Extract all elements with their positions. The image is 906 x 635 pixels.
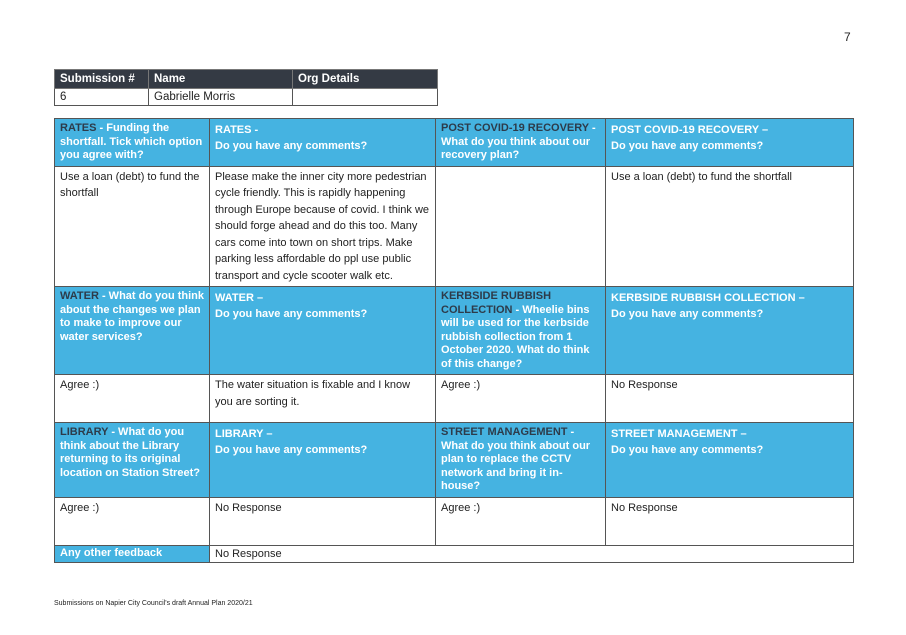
answer-cell: No Response [209, 496, 436, 546]
question-topic: WATER [60, 290, 99, 302]
question-header: STREET MANAGEMENT – Do you have any comme… [605, 422, 854, 498]
question-text: - What do you think about the Library re… [60, 426, 200, 479]
org-details [292, 88, 438, 106]
answer-cell: Agree :) [435, 374, 606, 423]
question-text: STREET MANAGEMENT – [611, 428, 747, 440]
question-topic: LIBRARY [60, 426, 109, 438]
answer-cell: Agree :) [435, 496, 606, 546]
submission-number: 6 [54, 88, 149, 106]
question-header: WATER – Do you have any comments? [209, 286, 436, 375]
question-subtext: Do you have any comments? [215, 444, 368, 456]
answer-cell: Use a loan (debt) to fund the shortfall [54, 165, 210, 287]
question-header: WATER - What do you think about the chan… [54, 286, 210, 375]
question-header-row: RATES - Funding the shortfall. Tick whic… [54, 118, 854, 167]
page-footer: Submissions on Napier City Council's dra… [54, 600, 253, 607]
question-header: POST COVID-19 RECOVERY – Do you have any … [605, 118, 854, 167]
question-subtext: Do you have any comments? [611, 140, 764, 152]
question-subtext: Do you have any comments? [611, 308, 764, 320]
question-text: LIBRARY – [215, 428, 273, 440]
answer-cell: No Response [605, 496, 854, 546]
submission-table: Submission # Name Org Details 6 Gabriell… [54, 69, 438, 106]
question-header: LIBRARY – Do you have any comments? [209, 422, 436, 498]
question-header: RATES - Do you have any comments? [209, 118, 436, 167]
answer-cell: Please make the inner city more pedestri… [209, 165, 436, 287]
question-subtext: Do you have any comments? [215, 308, 368, 320]
question-topic: KERBSIDE RUBBISH COLLECTION [441, 290, 552, 316]
question-text: - Wheelie bins will be used for the kerb… [441, 303, 590, 370]
other-feedback-label: Any other feedback [54, 544, 210, 563]
responses-table: RATES - Funding the shortfall. Tick whic… [54, 118, 854, 563]
question-text: WATER – [215, 292, 264, 304]
question-header: KERBSIDE RUBBISH COLLECTION – Do you have… [605, 286, 854, 375]
answer-cell: Use a loan (debt) to fund the shortfall [605, 165, 854, 287]
question-text: POST COVID-19 RECOVERY – [611, 124, 769, 136]
question-header: KERBSIDE RUBBISH COLLECTION - Wheelie bi… [435, 286, 606, 375]
answer-cell: Agree :) [54, 374, 210, 423]
question-topic: RATES [60, 122, 97, 134]
question-text: - What do you think about our plan to re… [441, 426, 591, 492]
submission-number-header: Submission # [54, 69, 149, 89]
question-subtext: Do you have any comments? [611, 444, 764, 456]
answer-cell: Agree :) [54, 496, 210, 546]
submitter-name: Gabrielle Morris [148, 88, 293, 106]
answer-cell: The water situation is fixable and I kno… [209, 374, 436, 423]
question-header: STREET MANAGEMENT - What do you think ab… [435, 422, 606, 498]
answer-cell: No Response [605, 374, 854, 423]
answer-cell [435, 165, 606, 287]
question-subtext: Do you have any comments? [215, 140, 368, 152]
org-details-header: Org Details [292, 69, 438, 89]
question-topic: STREET MANAGEMENT [441, 426, 568, 438]
other-feedback-value: No Response [209, 544, 854, 563]
question-text: KERBSIDE RUBBISH COLLECTION – [611, 292, 805, 304]
question-text: - Funding the shortfall. Tick which opti… [60, 122, 203, 161]
question-header-row: WATER - What do you think about the chan… [54, 286, 854, 375]
page-number: 7 [844, 30, 851, 44]
name-header: Name [148, 69, 293, 89]
question-header: POST COVID-19 RECOVERY - What do you thi… [435, 118, 606, 167]
question-text: - What do you think about the changes we… [60, 290, 205, 343]
question-header: RATES - Funding the shortfall. Tick whic… [54, 118, 210, 167]
question-header: LIBRARY - What do you think about the Li… [54, 422, 210, 498]
question-text: - What do you think about our recovery p… [441, 122, 596, 161]
question-topic: POST COVID-19 RECOVERY [441, 122, 589, 134]
question-text: RATES - [215, 124, 259, 136]
answer-row: Agree :)The water situation is fixable a… [54, 374, 854, 423]
question-header-row: LIBRARY - What do you think about the Li… [54, 422, 854, 498]
